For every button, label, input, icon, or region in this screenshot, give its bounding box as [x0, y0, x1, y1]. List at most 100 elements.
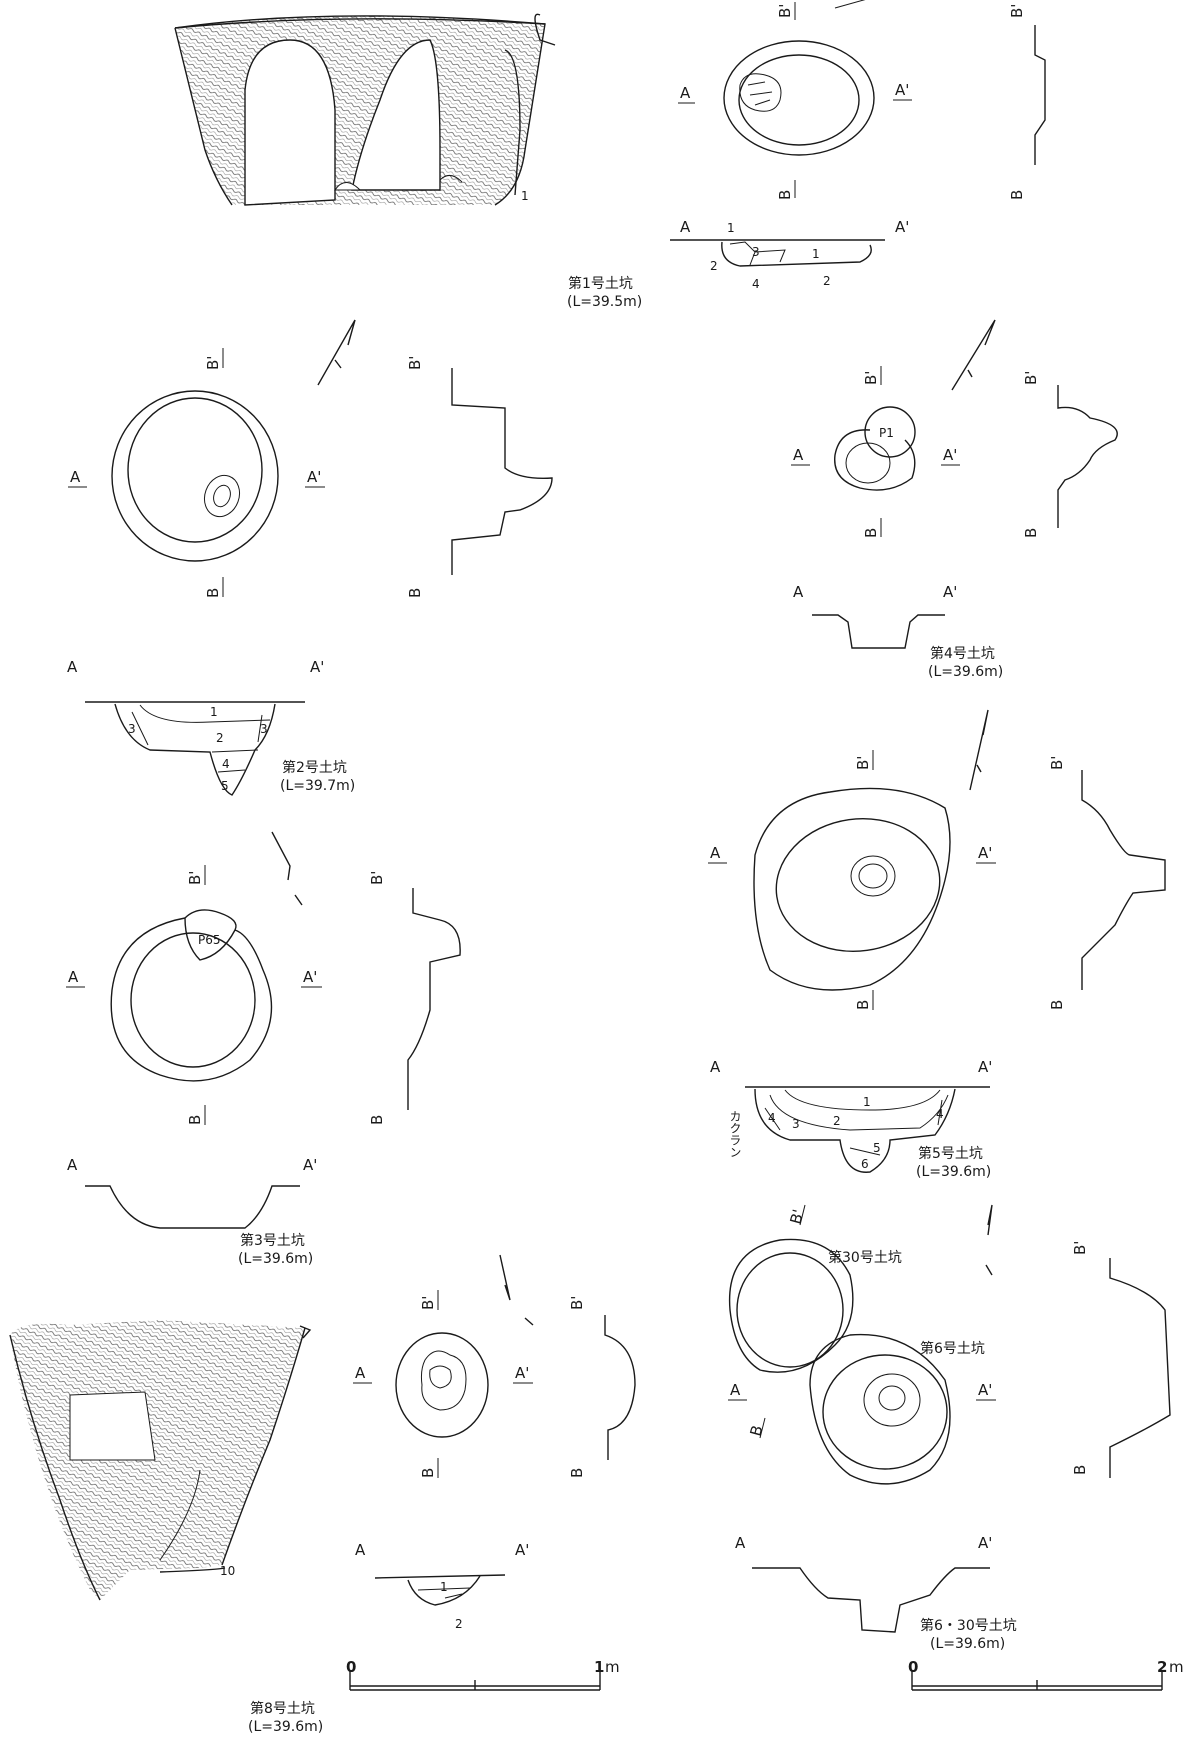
pit2-sec-b-prime: B'	[406, 356, 424, 370]
pit8-a-prime-label: A'	[515, 1364, 529, 1382]
pit4-b-label: B	[862, 528, 880, 538]
pit3-sec-a: A	[67, 1156, 78, 1174]
pit4-sec-a-prime: A'	[943, 583, 957, 601]
pit4-b-prime-label: B'	[862, 371, 880, 385]
pit5-sec-b-prime: B'	[1048, 756, 1066, 770]
pit8-sec-a: A	[355, 1541, 366, 1559]
pit3-plan: P65 A A' B B'	[66, 831, 322, 1125]
pit5-b-section: B B'	[1048, 756, 1166, 1010]
pit2-layer-1: 1	[210, 705, 218, 719]
pit3-a-label: A	[68, 968, 79, 986]
pit4-sec-b: B	[1022, 528, 1040, 538]
pit5-layer-4b: 4	[936, 1107, 944, 1121]
pit6-a-prime-label: A'	[978, 1381, 992, 1399]
scale1-end: 1	[594, 1658, 604, 1676]
pit3-a-prime-label: A'	[303, 968, 317, 986]
pit8-sec-a-prime: A'	[515, 1541, 529, 1559]
pit1-plan: A A' B B'	[678, 0, 912, 200]
pit2-b-section: B B'	[406, 356, 553, 598]
pit5-b-prime-label: B'	[854, 756, 872, 770]
pit2-sec-b: B	[406, 588, 424, 598]
pit3-a-section: A A'	[67, 1156, 317, 1229]
pit6-30-plan: 第30号土坑 第6号土坑 A A' B B'	[728, 1204, 996, 1485]
pit1-layer-3: 3	[752, 245, 760, 259]
pit5-plan: A A' B B'	[708, 709, 996, 1010]
pit5-b-label: B	[854, 1000, 872, 1010]
pit1-layer-2b: 2	[823, 274, 831, 288]
pit1-sec-b-prime: B'	[1008, 4, 1026, 18]
pit1-b-prime-label: B'	[776, 4, 794, 18]
pit2-sec-a: A	[67, 658, 78, 676]
pottery-label-10: 10	[220, 1564, 235, 1578]
pit1-level: (L=39.5m)	[567, 294, 642, 310]
pit5-layer-5: 5	[873, 1141, 881, 1155]
scale-bar-2m: 0 2 m	[908, 1658, 1184, 1691]
pit2-sec-a-prime: A'	[310, 658, 324, 676]
pit5-layer-1: 1	[863, 1095, 871, 1109]
scale1-start: 0	[346, 1658, 356, 1676]
pit8-plan: A A' B B'	[353, 1254, 534, 1478]
pit8-level: (L=39.6m)	[248, 1719, 323, 1735]
pit4-a-section: A A'	[793, 583, 957, 649]
pit6-30-level: (L=39.6m)	[930, 1636, 1005, 1652]
pit8-sec-b-prime: B'	[568, 1296, 586, 1310]
pit2-layer-3a: 3	[128, 722, 136, 736]
pit1-layer-2a: 2	[710, 259, 718, 273]
pit4-plan: P1 A A' B B'	[791, 319, 996, 538]
pit2-b-prime-label: B'	[204, 356, 222, 370]
pit6-30-title: 第6・30号土坑	[920, 1617, 1017, 1634]
pit8-a-section: A A' 1 2	[355, 1541, 529, 1631]
pit5-layer-4a: 4	[768, 1111, 776, 1125]
pit5-title: 第5号土坑	[918, 1145, 983, 1162]
pit2-a-section: A A' 1 2 3 3 4 5	[67, 658, 324, 796]
pit5-a-label: A	[710, 844, 721, 862]
pit6-30-b-section: B B'	[1071, 1241, 1171, 1478]
pit5-sec-a: A	[710, 1058, 721, 1076]
pit2-b-label: B	[204, 588, 222, 598]
pit2-layer-4: 4	[222, 757, 230, 771]
pit5-sec-b: B	[1048, 1000, 1066, 1010]
pit8-b-section: B B'	[568, 1296, 636, 1478]
pit8-a-label: A	[355, 1364, 366, 1382]
pit1-a-prime-label: A'	[895, 81, 909, 99]
pit8-title: 第8号土坑	[250, 1700, 315, 1717]
pit1-layer-1a: 1	[727, 221, 735, 235]
pit4-feature: P1	[879, 426, 894, 440]
pit4-sec-b-prime: B'	[1022, 371, 1040, 385]
pit3-level: (L=39.6m)	[238, 1251, 313, 1267]
pit6-30-a-section: A A'	[735, 1534, 992, 1633]
pit6-b-prime-label: B'	[786, 1207, 807, 1226]
pit1-sec-b: B	[1008, 190, 1026, 200]
pit5-a-prime-label: A'	[978, 844, 992, 862]
pit8-b-prime-label: B'	[419, 1296, 437, 1310]
pit8-layer-1: 1	[440, 1580, 448, 1594]
pit6-subtitle: 第6号土坑	[920, 1340, 985, 1357]
pit6-sec-a: A	[735, 1534, 746, 1552]
pottery-label-1: 1	[521, 189, 529, 203]
pit5-sec-a-prime: A'	[978, 1058, 992, 1076]
pit5-a-section: A A' 1 2 3 4 4 5 6 カクラン	[710, 1058, 992, 1173]
pit4-b-section: B B'	[1022, 371, 1118, 538]
scale-bar-1m: 0 1 m	[346, 1658, 620, 1691]
pit5-disturbance-note: カクラン	[728, 1110, 742, 1158]
pit3-b-label: B	[186, 1115, 204, 1125]
pit8-layer-2: 2	[455, 1617, 463, 1631]
pit3-b-prime-label: B'	[186, 871, 204, 885]
pit5-layer-6: 6	[861, 1157, 869, 1171]
pottery-sherd-10: 10	[9, 1320, 312, 1601]
pit6-sec-a-prime: A'	[978, 1534, 992, 1552]
pit2-plan: A A' B B'	[68, 319, 356, 598]
scale1-unit: m	[605, 1658, 620, 1676]
pit3-b-section: B B'	[368, 871, 461, 1125]
pit4-title: 第4号土坑	[930, 645, 995, 662]
pit2-layer-5: 5	[221, 779, 229, 793]
pit30-subtitle: 第30号土坑	[828, 1249, 902, 1266]
pit1-sec-a: A	[680, 218, 691, 236]
pit1-a-label: A	[680, 84, 691, 102]
pit2-level: (L=39.7m)	[280, 778, 355, 794]
scale2-end: 2	[1157, 1658, 1167, 1676]
pit8-b-label: B	[419, 1468, 437, 1478]
pottery-sherd-1: 1	[174, 13, 556, 206]
pit3-sec-b-prime: B'	[368, 871, 386, 885]
